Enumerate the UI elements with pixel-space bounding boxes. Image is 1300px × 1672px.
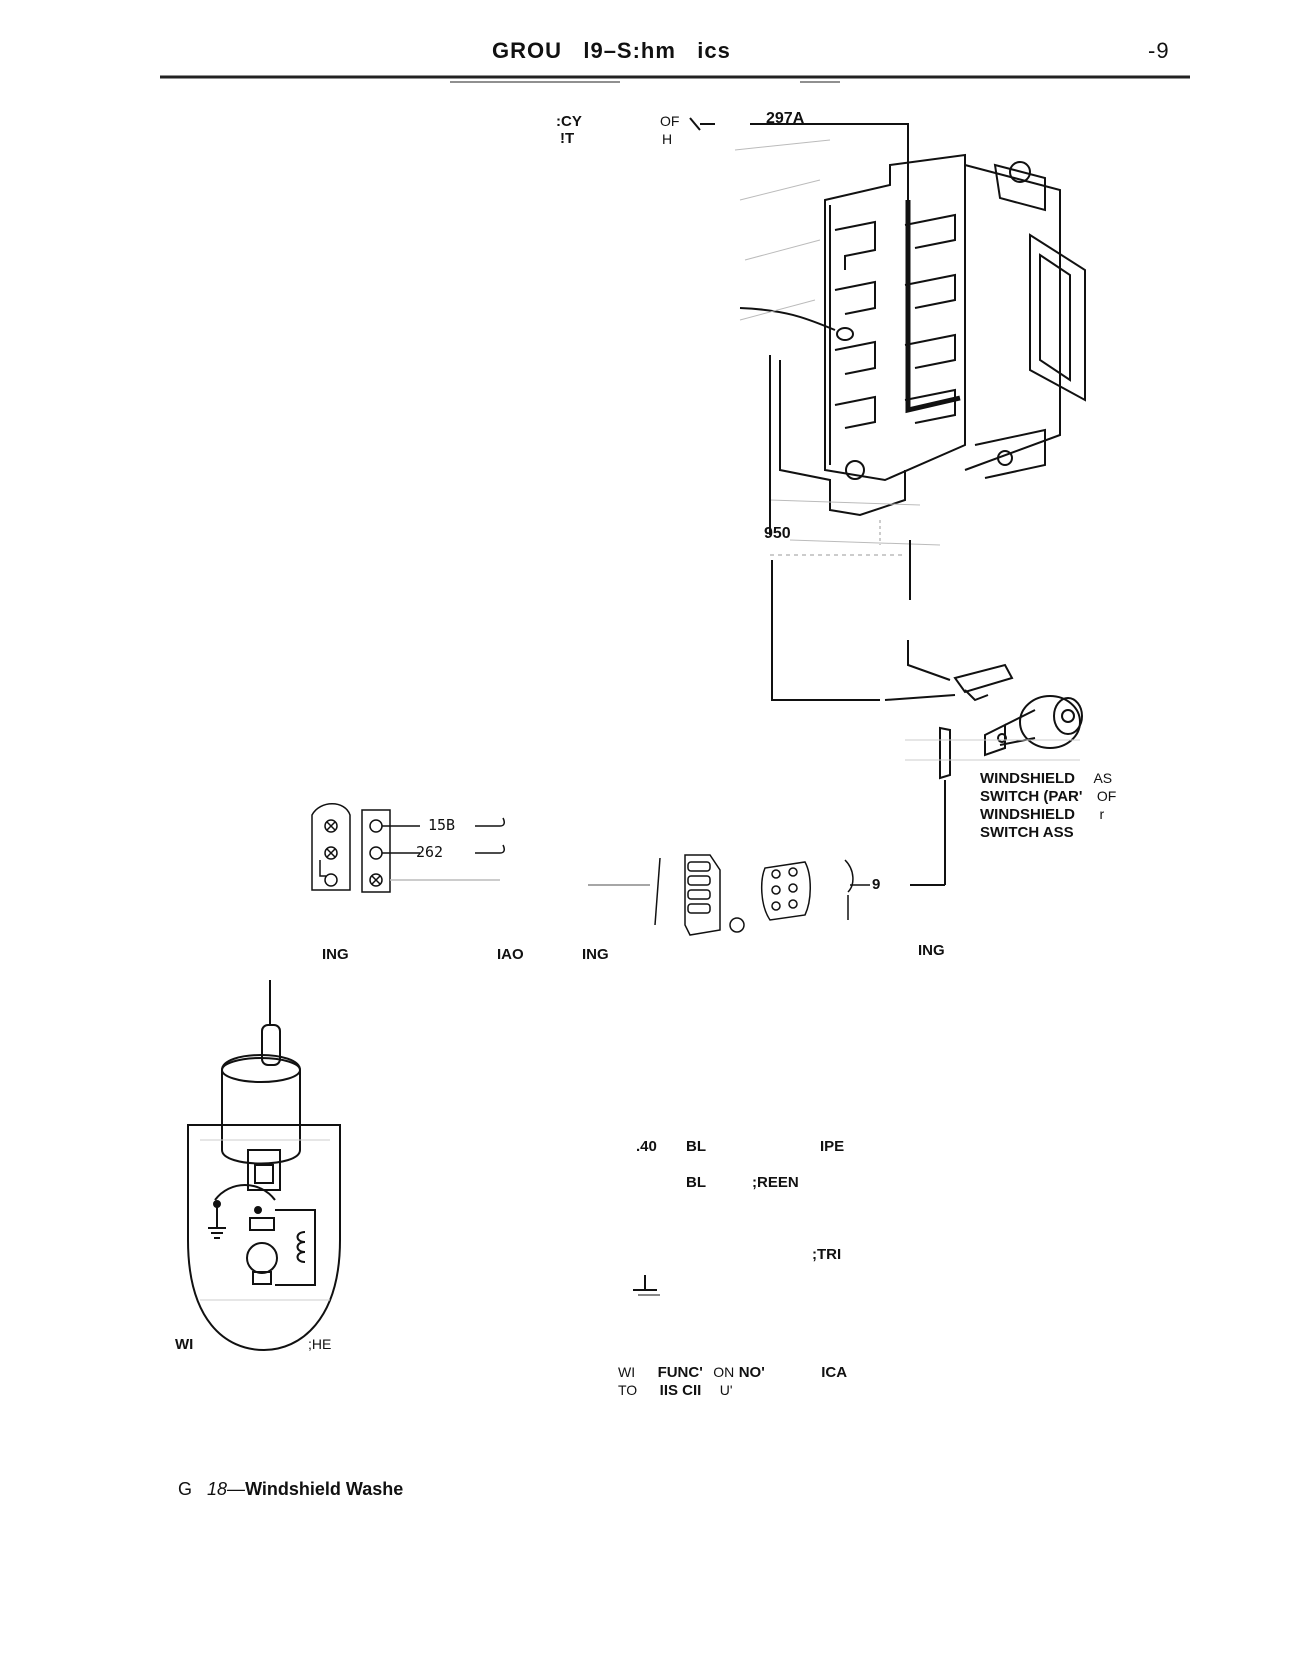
legend-row3-tri: ;TRI xyxy=(812,1246,842,1263)
label-cy: :CY xyxy=(556,113,582,130)
legend-row1-number: .40 xyxy=(636,1138,657,1155)
washer-motor xyxy=(187,980,341,1352)
header-title-part4: ics xyxy=(697,38,731,63)
switch-label-line1-tail: AS xyxy=(1093,770,1113,786)
motor-caption-left: WI xyxy=(175,1336,194,1353)
iao-label: IAO xyxy=(497,946,524,963)
note-l1-c: ON xyxy=(713,1364,735,1380)
note-l1-b: FUNC' xyxy=(657,1364,703,1381)
label-t: !T xyxy=(560,130,575,147)
figure-caption-prefix: G xyxy=(178,1479,193,1499)
figure-caption-title: Windshield Washe xyxy=(245,1479,404,1499)
ing-label-1: ING xyxy=(322,946,349,963)
fuse-block-shadow xyxy=(734,139,941,546)
washer-switch xyxy=(910,663,1083,886)
motor-shading xyxy=(200,1139,330,1301)
header-title-part2: l9–S:h xyxy=(583,38,656,63)
ground-symbol xyxy=(633,1275,660,1296)
legend-row2-bl: BL xyxy=(686,1174,706,1191)
wire-950-label: 950 xyxy=(764,525,791,542)
header-rule xyxy=(160,75,1190,83)
note-l2-a: TO xyxy=(618,1382,638,1398)
switch-label-line1: WINDSHIELD xyxy=(980,770,1075,787)
wire-dashes xyxy=(770,520,905,556)
legend-row1-ipe: IPE xyxy=(820,1138,845,1155)
motor-caption-right: ;HE xyxy=(308,1336,332,1352)
note-l2-b: IIS CII xyxy=(659,1382,702,1399)
legend-row1-bl: BL xyxy=(686,1138,706,1155)
switch-shading xyxy=(905,739,1080,761)
ing-label-3: ING xyxy=(918,942,945,959)
wire-15b-label: 15B xyxy=(428,816,456,834)
legend-row2-green: ;REEN xyxy=(752,1174,799,1191)
note-l2-c: U' xyxy=(719,1382,733,1398)
switch-label-line2: SWITCH (PAR' xyxy=(980,788,1083,805)
switch-label-line2-tail: OF xyxy=(1096,788,1117,804)
header-title-part1: GROU xyxy=(492,38,562,63)
switch-label-line4: SWITCH ASS xyxy=(980,824,1074,841)
header-title-part3: m xyxy=(655,38,676,63)
label-h: H xyxy=(662,131,673,147)
switch-label-line3-tail: r xyxy=(1099,806,1105,822)
note-l1-a: WI xyxy=(618,1364,636,1380)
page-header-title: GROU l9–S:hm ics xyxy=(492,38,731,64)
note-l1-e: ICA xyxy=(821,1364,848,1381)
wire-262-label: 262 xyxy=(416,843,444,861)
switch-label-line3: WINDSHIELD xyxy=(980,806,1075,823)
page-number: -9 xyxy=(1148,38,1170,63)
wire-297a xyxy=(689,117,909,200)
wire-297a-label: 297A xyxy=(766,110,805,127)
terminal-strip xyxy=(311,803,505,893)
washer-switch-label: WINDSHIELD AS SWITCH (PAR' OF WINDSHIELD… xyxy=(980,770,1116,842)
wire-950 xyxy=(769,355,956,701)
figure-caption-number: 18— xyxy=(207,1479,246,1499)
label-of: OF xyxy=(660,113,680,129)
fuse-block xyxy=(739,153,1086,517)
figure-caption: G 18—Windshield Washe xyxy=(178,1479,403,1500)
note-l1-d: NO' xyxy=(738,1364,765,1381)
connector-plugs xyxy=(588,854,870,936)
ing-label-2: ING xyxy=(582,946,609,963)
circuit-note: WI FUNC' ON NO' ICA TO IIS CII U' xyxy=(618,1364,847,1400)
wire-9-label: 9 xyxy=(872,876,881,893)
